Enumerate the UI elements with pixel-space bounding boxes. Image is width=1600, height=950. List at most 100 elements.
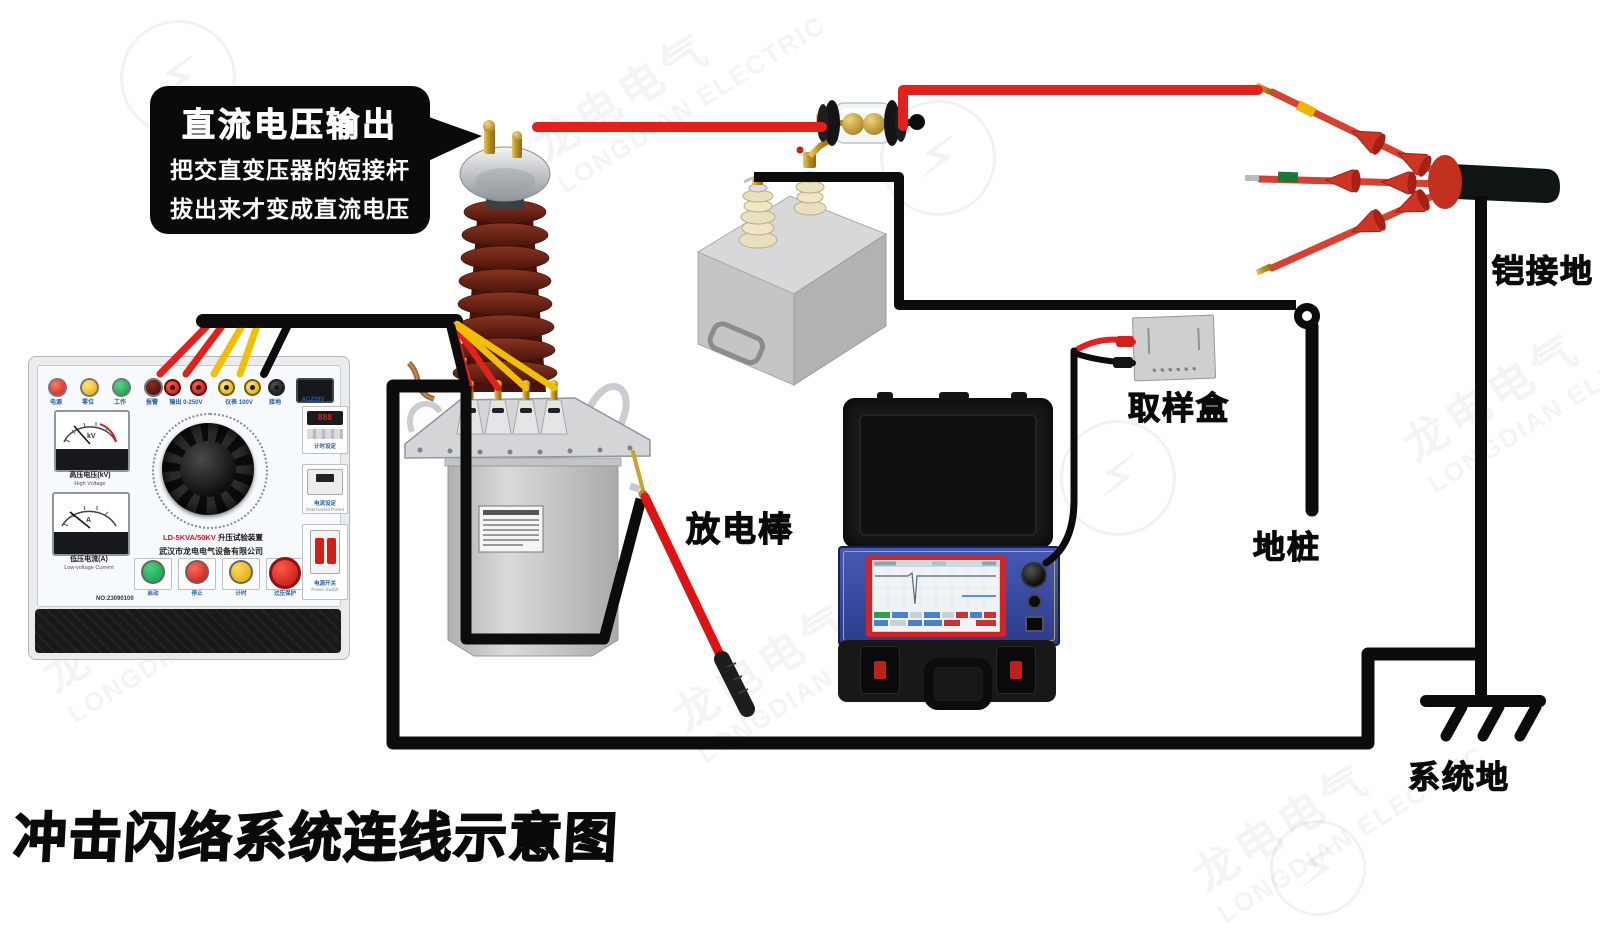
insulator-sheds xyxy=(452,199,558,386)
signal-connector[interactable] xyxy=(1025,616,1044,632)
lid-inner-panel xyxy=(859,414,1037,536)
overcurrent-display xyxy=(316,474,334,482)
ammeter-unit: A xyxy=(86,517,91,524)
meter-terminal-2[interactable] xyxy=(244,379,261,396)
meter-terminal-1[interactable] xyxy=(218,379,235,396)
ammeter-scale: A xyxy=(61,505,117,529)
overvoltage-protect-button[interactable]: 过压保护 xyxy=(266,557,304,597)
black-plug xyxy=(1113,357,1133,368)
wire-yellow xyxy=(453,320,558,392)
insulator-core xyxy=(464,205,546,392)
sampling-box-label: 取样盒 xyxy=(1127,389,1231,426)
capacitor-bushing-right xyxy=(793,137,832,216)
impulse-capacitor xyxy=(696,137,888,386)
work-lamp-label: 工作 xyxy=(113,400,126,406)
power-lamp-label: 电源 xyxy=(49,400,62,406)
alarm-lamp xyxy=(144,378,163,397)
control-console: 电源 零位 工作 报警 输出 0-250V 仪表 100V 接地 AC220V xyxy=(28,356,350,660)
cable-body xyxy=(1452,164,1560,203)
discharge-rod-label: 放电棒 xyxy=(685,510,794,549)
spark-gap-left-nipple xyxy=(816,114,828,124)
power-switch-module[interactable]: 电源开关 Power Switch xyxy=(302,524,348,600)
sampling-wire-black xyxy=(1074,351,1136,366)
flange-handle-left xyxy=(407,400,443,434)
start-button[interactable]: 启动 xyxy=(134,558,172,597)
timer-preset-module[interactable]: 888 计时设定 xyxy=(302,406,348,454)
copper-ground-strap xyxy=(406,361,436,402)
flange-bolts xyxy=(417,445,633,455)
callout-line1: 把交直变压器的短接杆 xyxy=(170,157,410,183)
instrument-panel xyxy=(838,546,1060,646)
flange-left xyxy=(824,100,840,146)
phase-band-yellow xyxy=(1295,100,1317,118)
dc-output-callout: 直流电压输出 把交直变压器的短接杆 拔出来才变成直流电压 xyxy=(150,86,482,234)
regulator-dial-ring xyxy=(152,413,268,529)
waveform-display xyxy=(872,560,1000,632)
tank-lip xyxy=(444,457,622,467)
earth-hatch xyxy=(1514,701,1542,742)
lid-hinge xyxy=(939,392,969,400)
voltmeter-unit: kV xyxy=(87,433,96,440)
voltage-regulator-knob[interactable] xyxy=(162,423,254,515)
rod-brass-tip xyxy=(631,450,646,496)
callout-pointer xyxy=(426,116,482,162)
watermark-logo: ⚡ xyxy=(880,100,996,216)
tank-body xyxy=(447,465,619,657)
sampling-box-text-mark xyxy=(1197,328,1201,351)
corona-ring-neck xyxy=(486,194,524,210)
voltmeter-scale: kV xyxy=(63,422,117,445)
lug-bottom xyxy=(1255,263,1273,276)
meter-terminal-label: 仪表 100V xyxy=(225,400,253,406)
lug-top xyxy=(1254,82,1272,95)
stop-button[interactable]: 停止 xyxy=(178,558,216,597)
branch-top xyxy=(1268,88,1449,180)
model-text: LD-5KVA/50KV 升压试验装置 xyxy=(163,533,263,542)
system-ground-label: 系统地 xyxy=(1407,758,1511,795)
brass-elbow xyxy=(807,137,832,159)
instrument-button[interactable] xyxy=(1027,594,1042,609)
output-terminal-2[interactable] xyxy=(190,379,207,396)
lv-ammeter: A xyxy=(52,492,130,556)
flange-handle-right xyxy=(581,383,630,429)
wire-red xyxy=(451,322,502,392)
output-terminal-1[interactable] xyxy=(164,379,181,396)
branch-middle xyxy=(1256,175,1448,188)
lv-meter-label: 低压电流(A)Low-voltage Current xyxy=(64,556,114,571)
instrument-controls xyxy=(1012,554,1052,638)
instrument-case-bottom xyxy=(838,640,1056,710)
ac-power-inlet[interactable] xyxy=(296,378,334,403)
console-base xyxy=(35,609,341,653)
zero-lamp xyxy=(80,378,99,397)
timer-buttons[interactable] xyxy=(307,429,343,439)
instrument-screen[interactable] xyxy=(866,555,1006,637)
case-latch-right[interactable] xyxy=(996,646,1036,694)
earth-hatch xyxy=(1477,701,1505,742)
sampling-wire-red xyxy=(1075,336,1136,352)
instrument-lid xyxy=(843,392,1053,548)
case-latch-left[interactable] xyxy=(860,646,900,694)
wire-black xyxy=(446,322,470,389)
gap-ball-right xyxy=(863,113,885,135)
case-handle[interactable] xyxy=(924,658,992,710)
sampling-box-text-row xyxy=(1152,367,1199,372)
ground-terminal-label: 接地 xyxy=(268,400,281,406)
capacitor-handle xyxy=(707,321,766,366)
capacitor-bushing-left xyxy=(738,176,778,249)
flange-plate xyxy=(404,397,651,459)
ground-terminal[interactable] xyxy=(268,379,285,396)
discharge-ground-wire xyxy=(460,386,647,645)
overcurrent-preset-module[interactable]: 电流设定 Overcurrent Preset xyxy=(302,464,348,514)
console-panel: 电源 零位 工作 报警 输出 0-250V 仪表 100V 接地 AC220V xyxy=(37,365,348,607)
ammeter-body xyxy=(54,532,128,554)
timer-button[interactable]: 计时 xyxy=(222,558,260,597)
sampling-box xyxy=(1131,314,1217,382)
ground-stake-label: 地桩 xyxy=(1252,528,1322,565)
watermark-logo: ⚡ xyxy=(1060,420,1176,536)
rod-clip xyxy=(629,482,641,493)
tank-nameplate xyxy=(478,505,544,553)
zero-lamp-label: 零位 xyxy=(81,400,94,406)
watermark: 龙电电气LONGDIAN ELECTRIC xyxy=(518,0,831,200)
instrument-knob[interactable] xyxy=(1021,562,1047,588)
power-lamp xyxy=(48,378,67,397)
voltmeter-body xyxy=(56,449,128,470)
